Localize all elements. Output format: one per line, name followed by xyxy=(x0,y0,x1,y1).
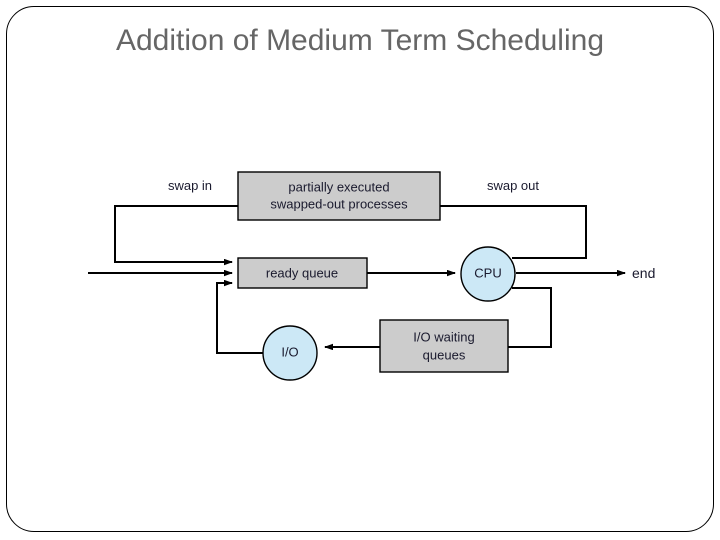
node-ready-queue[interactable]: ready queue xyxy=(237,257,368,289)
swapped-out-processes-box[interactable] xyxy=(237,171,441,221)
node-cpu[interactable]: CPU xyxy=(460,246,516,302)
edge-cpu-to-iowait xyxy=(508,287,552,348)
ready-queue-label: ready queue xyxy=(266,265,338,280)
scheduling-diagram: partially executed swapped-out processes… xyxy=(0,150,720,410)
node-io[interactable]: I/O xyxy=(262,325,318,381)
io-label: I/O xyxy=(281,344,298,359)
ready-queue-box[interactable] xyxy=(237,257,368,289)
edge-swap-out xyxy=(440,205,587,259)
io-waiting-queues-box[interactable] xyxy=(379,319,509,373)
edge-label-swap-in: swap in xyxy=(168,178,212,193)
io-circle[interactable] xyxy=(262,325,318,381)
page-title: Addition of Medium Term Scheduling xyxy=(115,24,605,57)
edge-label-end: end xyxy=(632,265,655,281)
swapped-out-processes-label-line1: partially executed xyxy=(288,179,389,194)
node-swapped-out-processes[interactable]: partially executed swapped-out processes xyxy=(237,171,441,221)
diagram-canvas: partially executed swapped-out processes… xyxy=(88,171,655,381)
edge-swap-in xyxy=(114,205,238,266)
node-io-waiting-queues[interactable]: I/O waiting queues xyxy=(379,319,509,373)
io-waiting-queues-label-line2: queues xyxy=(423,347,466,362)
cpu-circle[interactable] xyxy=(460,246,516,302)
edge-io-to-ready xyxy=(216,279,263,354)
io-waiting-queues-label-line1: I/O waiting xyxy=(413,329,474,344)
edge-label-swap-out: swap out xyxy=(487,178,539,193)
cpu-label: CPU xyxy=(474,265,501,280)
swapped-out-processes-label-line2: swapped-out processes xyxy=(270,196,408,211)
